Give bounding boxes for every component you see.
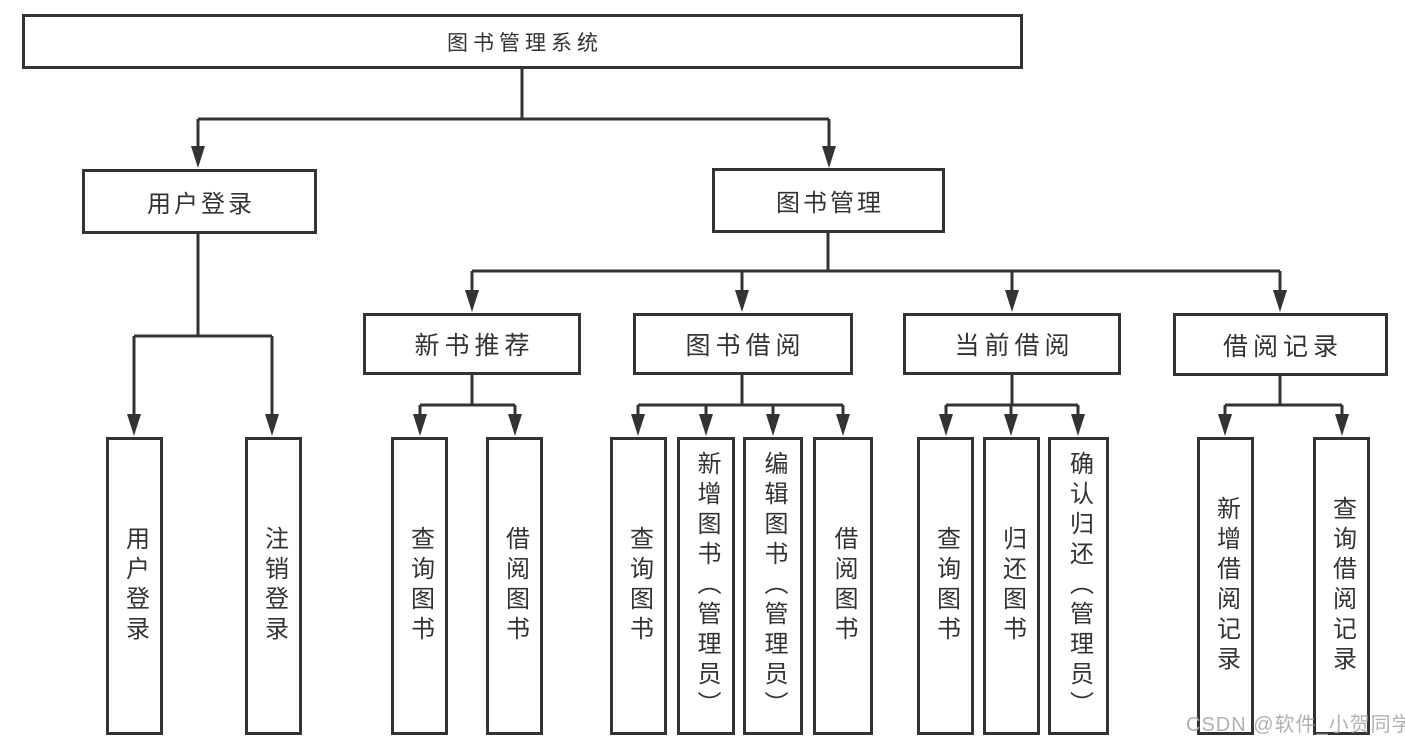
node-leaf-logout: 注销登录 bbox=[245, 437, 302, 735]
arrowhead bbox=[1218, 414, 1232, 436]
node-label: 确认归还（管理员） bbox=[1065, 451, 1093, 721]
node-label: 编辑图书（管理员） bbox=[760, 451, 787, 721]
node-label: 图书管理 bbox=[776, 190, 884, 217]
node-user-login-branch: 用户登录 bbox=[82, 169, 317, 234]
node-leaf-borrow-books-2: 借阅图书 bbox=[813, 437, 873, 735]
arrowhead bbox=[822, 146, 836, 168]
node-label: 借阅记录 bbox=[1222, 332, 1343, 361]
node-leaf-query-books-1: 查询图书 bbox=[391, 437, 448, 735]
arrowhead bbox=[1071, 414, 1085, 436]
node-leaf-query-books-3: 查询图书 bbox=[917, 437, 974, 735]
node-label: 查询图书 bbox=[932, 526, 960, 646]
node-leaf-user-login: 用户登录 bbox=[106, 437, 163, 735]
node-label: 借阅图书 bbox=[501, 526, 529, 646]
arrowhead bbox=[766, 414, 780, 436]
node-leaf-return-book: 归还图书 bbox=[983, 437, 1040, 735]
node-label: 新书推荐 bbox=[414, 332, 535, 360]
arrowhead bbox=[191, 146, 205, 168]
node-leaf-edit-book-admin: 编辑图书（管理员） bbox=[743, 437, 803, 735]
node-label: 图书管理系统 bbox=[447, 31, 603, 55]
node-label: 图书借阅 bbox=[685, 332, 806, 360]
node-label: 注销登录 bbox=[260, 526, 288, 646]
node-current-borrowing: 当前借阅 bbox=[903, 313, 1121, 375]
node-book-borrowing: 图书借阅 bbox=[633, 313, 853, 375]
node-leaf-borrow-books-1: 借阅图书 bbox=[486, 437, 543, 735]
node-label: 查询借阅记录 bbox=[1328, 496, 1356, 676]
node-label: 查询图书 bbox=[406, 526, 434, 646]
arrowhead bbox=[465, 290, 479, 312]
node-label: 当前借阅 bbox=[954, 332, 1075, 360]
node-label: 借阅图书 bbox=[830, 526, 857, 646]
node-library-management-system: 图书管理系统 bbox=[22, 14, 1023, 69]
node-label: 新增图书（管理员） bbox=[693, 451, 720, 721]
arrowhead bbox=[1005, 290, 1019, 312]
arrowhead bbox=[1004, 414, 1018, 436]
node-label: 查询图书 bbox=[625, 526, 653, 646]
node-label: 用户登录 bbox=[147, 191, 255, 218]
arrowheads bbox=[127, 146, 1349, 436]
arrowhead bbox=[699, 414, 713, 436]
arrowhead bbox=[127, 414, 141, 436]
arrowhead bbox=[413, 414, 427, 436]
node-label: 新增借阅记录 bbox=[1212, 496, 1240, 676]
arrowhead bbox=[265, 414, 279, 436]
arrowhead bbox=[1335, 414, 1349, 436]
arrowhead bbox=[939, 414, 953, 436]
node-leaf-add-borrow-record: 新增借阅记录 bbox=[1197, 437, 1254, 735]
node-borrowing-records: 借阅记录 bbox=[1173, 313, 1388, 376]
arrowhead bbox=[735, 290, 749, 312]
node-new-book-recommendation: 新书推荐 bbox=[363, 313, 581, 375]
node-leaf-query-borrow-record: 查询借阅记录 bbox=[1313, 437, 1370, 735]
node-leaf-query-books-2: 查询图书 bbox=[610, 437, 667, 735]
arrowhead bbox=[836, 414, 850, 436]
node-leaf-confirm-return-admin: 确认归还（管理员） bbox=[1048, 437, 1109, 735]
arrowhead bbox=[508, 414, 522, 436]
csdn-watermark: CSDN @软件_小贺同学 bbox=[1186, 714, 1405, 736]
node-label: 用户登录 bbox=[121, 526, 149, 646]
arrowhead bbox=[1273, 290, 1287, 312]
node-label: 归还图书 bbox=[998, 526, 1026, 646]
node-leaf-add-book-admin: 新增图书（管理员） bbox=[677, 437, 735, 735]
node-book-management-branch: 图书管理 bbox=[712, 168, 945, 233]
arrowhead bbox=[631, 414, 645, 436]
connector-lines bbox=[132, 69, 1344, 420]
